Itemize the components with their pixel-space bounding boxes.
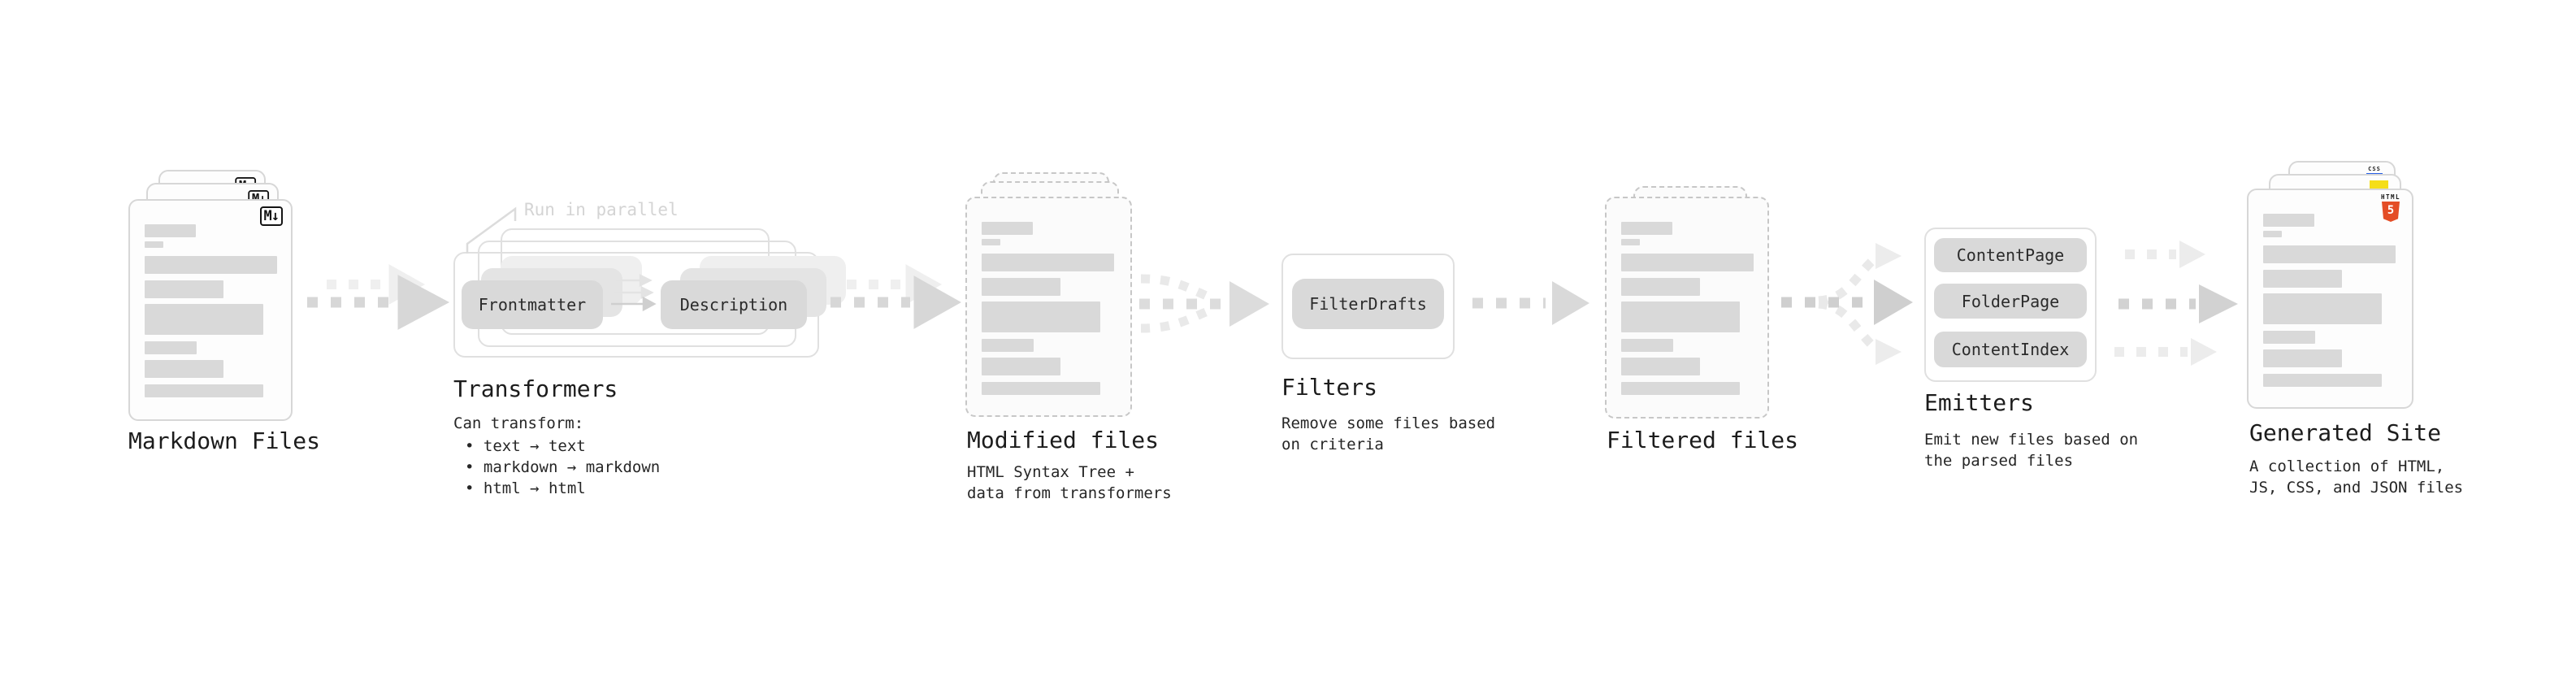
emitter-contentindex-box: ContentIndex — [1934, 332, 2087, 367]
skeleton-bar — [2263, 293, 2382, 324]
stage-label-markdown-files: Markdown Files — [128, 427, 321, 454]
skeleton-bar — [982, 339, 1034, 352]
skeleton-bar — [145, 384, 263, 397]
skeleton-bar — [1621, 301, 1740, 332]
stage-label-modified-files: Modified files — [967, 427, 1160, 453]
emitters-description: Emit new files based on the parsed files — [1924, 431, 2139, 470]
transformers-description-heading: Can transform: — [453, 414, 584, 432]
skeleton-bar — [982, 222, 1033, 235]
stage-label-filtered-files: Filtered files — [1607, 427, 1799, 453]
arrow-modified-to-filters — [1139, 274, 1269, 333]
skeleton-bar — [982, 239, 1000, 245]
frontmatter-box: Frontmatter — [462, 280, 603, 329]
js-icon — [2370, 180, 2388, 191]
site-file-card-html: HTML 5 — [2247, 189, 2413, 409]
stage-label-transformers: Transformers — [453, 375, 618, 402]
skeleton-bar — [2263, 231, 2282, 237]
filters-description: Remove some files based on criteria — [1281, 414, 1496, 453]
arrow-filters-to-filtered — [1472, 281, 1589, 325]
file-skeleton — [982, 222, 1114, 395]
arrow-markdown-to-transformers — [307, 264, 450, 330]
skeleton-bar — [2263, 374, 2382, 387]
skeleton-bar — [145, 360, 223, 378]
skeleton-bar — [982, 301, 1100, 332]
skeleton-bar — [145, 304, 263, 335]
skeleton-bar — [1621, 278, 1700, 296]
skeleton-bar — [2263, 349, 2342, 367]
modified-files-description: HTML Syntax Tree + data from transformer… — [967, 463, 1172, 502]
filterdrafts-box: FilterDrafts — [1292, 279, 1444, 329]
skeleton-bar — [982, 382, 1100, 395]
run-in-parallel-note: Run in parallel — [524, 200, 679, 219]
html5-icon: HTML 5 — [2381, 194, 2400, 222]
description-box: Description — [661, 280, 807, 329]
generated-site-description: A collection of HTML, JS, CSS, and JSON … — [2249, 458, 2464, 497]
transformers-bullet: • text → text — [465, 437, 586, 455]
markdown-icon: M↓ — [259, 206, 283, 226]
skeleton-bar — [1621, 222, 1672, 235]
skeleton-bar — [982, 278, 1060, 296]
file-skeleton — [2263, 214, 2396, 387]
skeleton-bar — [2263, 270, 2342, 288]
file-skeleton — [145, 224, 277, 397]
arrow-emitters-to-site — [2114, 241, 2238, 366]
emitter-contentpage-box: ContentPage — [1934, 238, 2087, 272]
stage-label-emitters: Emitters — [1924, 389, 2034, 416]
skeleton-bar — [1621, 339, 1673, 352]
arrow-filtered-to-emitters — [1781, 243, 1913, 365]
skeleton-bar — [2263, 331, 2315, 344]
emitter-folderpage-box: FolderPage — [1934, 284, 2087, 319]
arrow-transformers-to-modified — [830, 264, 962, 329]
skeleton-bar — [982, 358, 1060, 375]
skeleton-bar — [1621, 382, 1740, 395]
transformers-bullet: • markdown → markdown — [465, 458, 661, 476]
skeleton-bar — [1621, 239, 1640, 245]
skeleton-bar — [982, 254, 1114, 271]
skeleton-bar — [1621, 358, 1700, 375]
stage-label-generated-site: Generated Site — [2249, 419, 2442, 446]
skeleton-bar — [145, 341, 197, 354]
skeleton-bar — [1621, 254, 1754, 271]
skeleton-bar — [2263, 214, 2314, 227]
markdown-file-card: M↓ — [128, 199, 293, 421]
skeleton-bar — [145, 224, 196, 237]
stage-label-filters: Filters — [1281, 374, 1378, 401]
skeleton-bar — [145, 241, 163, 248]
filtered-file-card — [1605, 197, 1769, 419]
transformers-bullet: • html → html — [465, 479, 586, 497]
skeleton-bar — [145, 280, 223, 298]
skeleton-bar — [145, 256, 277, 274]
skeleton-bar — [2263, 245, 2396, 263]
modified-file-card — [965, 197, 1132, 417]
file-skeleton — [1621, 222, 1754, 395]
